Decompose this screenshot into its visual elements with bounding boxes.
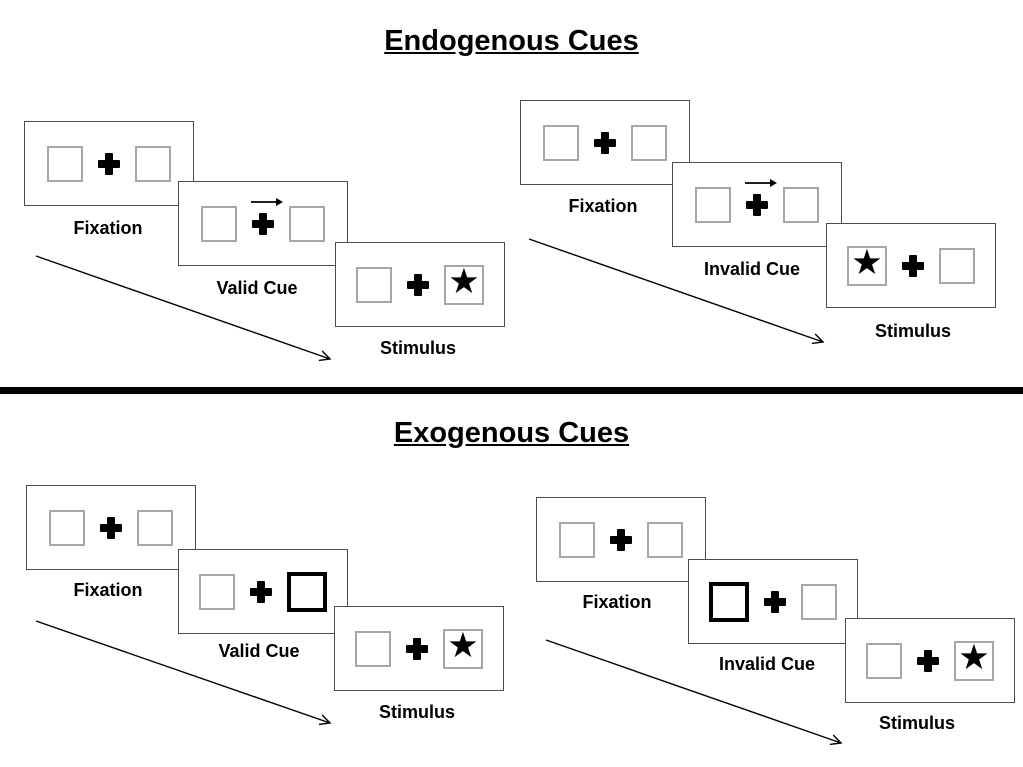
left-box: [199, 573, 235, 610]
endo-valid-cue-panel: [178, 181, 348, 266]
section-divider: [0, 387, 1023, 394]
exo-valid-fixation-panel: [26, 485, 196, 570]
black-star-icon: ★: [958, 638, 990, 678]
panel-label-invalid-cue: Invalid Cue: [718, 654, 816, 674]
panel-label-stimulus: Stimulus: [878, 713, 956, 733]
panel-label-fixation: Fixation: [73, 218, 143, 238]
fixation-cross-icon: [902, 254, 924, 277]
fixation-cross-icon: [251, 197, 283, 235]
endo-valid-stimulus-panel: ★: [335, 242, 505, 327]
fixation-cross-icon: [407, 273, 429, 296]
black-star-icon: ★: [448, 262, 480, 302]
right-box-cued: [287, 571, 327, 612]
panel-label-stimulus: Stimulus: [874, 321, 952, 341]
right-box-with-star: ★: [443, 626, 483, 669]
right-box: [647, 521, 683, 558]
right-box-with-star: ★: [954, 638, 994, 681]
endo-invalid-fixation-panel: [520, 100, 690, 185]
endo-invalid-stimulus-panel: ★: [826, 223, 996, 308]
panel-label-valid-cue: Valid Cue: [216, 278, 298, 298]
left-box: [543, 124, 579, 161]
sequence-arrow-exo-valid: [35, 620, 332, 726]
right-box: [801, 583, 837, 620]
fixation-cross-icon: [406, 637, 428, 660]
right-box-with-star: ★: [444, 262, 484, 305]
right-box: [137, 509, 173, 546]
left-box: [355, 630, 391, 667]
exo-valid-cue-panel: [178, 549, 348, 634]
panel-label-fixation: Fixation: [582, 592, 652, 612]
endo-valid-fixation-panel: [24, 121, 194, 206]
fixation-cross-icon: [250, 580, 272, 603]
sequence-arrow-endo-invalid: [528, 238, 825, 345]
exo-invalid-cue-panel: [688, 559, 858, 644]
section-title-exogenous: Exogenous Cues: [393, 417, 630, 449]
black-star-icon: ★: [851, 243, 883, 283]
right-box: [783, 186, 819, 223]
fixation-cross-icon: [594, 131, 616, 154]
left-box: [47, 145, 83, 182]
fixation-cross-icon: [917, 649, 939, 672]
right-box: [135, 145, 171, 182]
section-title-endogenous: Endogenous Cues: [384, 25, 639, 57]
panel-label-stimulus: Stimulus: [378, 702, 456, 722]
left-box: [356, 266, 392, 303]
fixation-cross-icon: [610, 528, 632, 551]
left-box: [559, 521, 595, 558]
fixation-cross-icon: [745, 178, 777, 216]
left-box: [201, 205, 237, 242]
exo-valid-stimulus-panel: ★: [334, 606, 504, 691]
panel-label-valid-cue: Valid Cue: [218, 641, 300, 661]
left-box-with-star: ★: [847, 243, 887, 286]
panel-label-fixation: Fixation: [568, 196, 638, 216]
sequence-arrow-endo-valid: [35, 255, 332, 362]
panel-label-stimulus: Stimulus: [379, 338, 457, 358]
fixation-cross-icon: [764, 590, 786, 613]
fixation-cross-icon: [98, 152, 120, 175]
exo-invalid-fixation-panel: [536, 497, 706, 582]
exo-invalid-stimulus-panel: ★: [845, 618, 1015, 703]
panel-label-fixation: Fixation: [73, 580, 143, 600]
fixation-cross-icon: [100, 516, 122, 539]
right-box: [289, 205, 325, 242]
right-box: [939, 247, 975, 284]
right-box: [631, 124, 667, 161]
left-box: [695, 186, 731, 223]
endo-invalid-cue-panel: [672, 162, 842, 247]
left-box: [866, 642, 902, 679]
cue-arrow-right-icon: [745, 178, 777, 187]
black-star-icon: ★: [447, 626, 479, 666]
cue-arrow-right-icon: [251, 197, 283, 206]
panel-label-invalid-cue: Invalid Cue: [703, 259, 801, 279]
left-box-cued: [709, 581, 749, 622]
left-box: [49, 509, 85, 546]
